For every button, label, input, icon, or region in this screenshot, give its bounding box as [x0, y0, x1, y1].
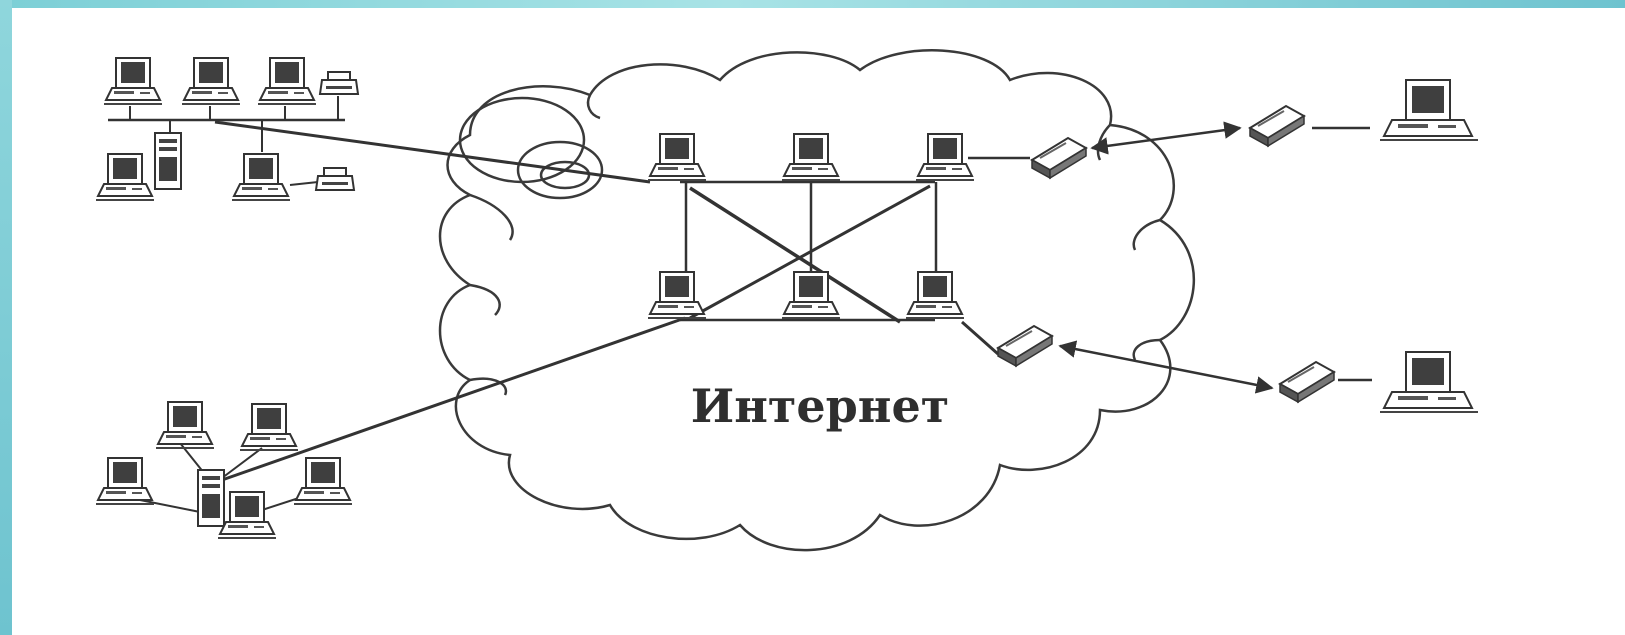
desktop-computer-icon: [95, 457, 155, 505]
modem-icon: [1279, 361, 1335, 403]
cloud-label: Интернет: [691, 379, 950, 433]
tower-server-icon: [197, 469, 225, 527]
modem-icon: [1249, 105, 1305, 147]
printer-icon: [319, 71, 359, 95]
desktop-computer-icon: [1379, 351, 1479, 413]
desktop-computer-icon: [1379, 79, 1479, 141]
desktop-computer-icon: [239, 403, 299, 451]
printer-icon: [315, 167, 355, 191]
desktop-computer-icon: [95, 153, 155, 201]
desktop-computer-icon: [103, 57, 163, 105]
desktop-computer-icon: [181, 57, 241, 105]
frame-top-accent: [0, 0, 1625, 8]
tower-server-icon: [154, 132, 182, 190]
desktop-computer-icon: [293, 457, 353, 505]
lan-top-left: [95, 57, 359, 201]
desktop-computer-icon: [257, 57, 317, 105]
lan-bottom-left: [95, 401, 353, 539]
desktop-computer-icon: [155, 401, 215, 449]
desktop-computer-icon: [217, 491, 277, 539]
network-links: [108, 96, 1372, 513]
desktop-computer-icon: [231, 153, 291, 201]
frame-left-accent: [0, 0, 12, 635]
